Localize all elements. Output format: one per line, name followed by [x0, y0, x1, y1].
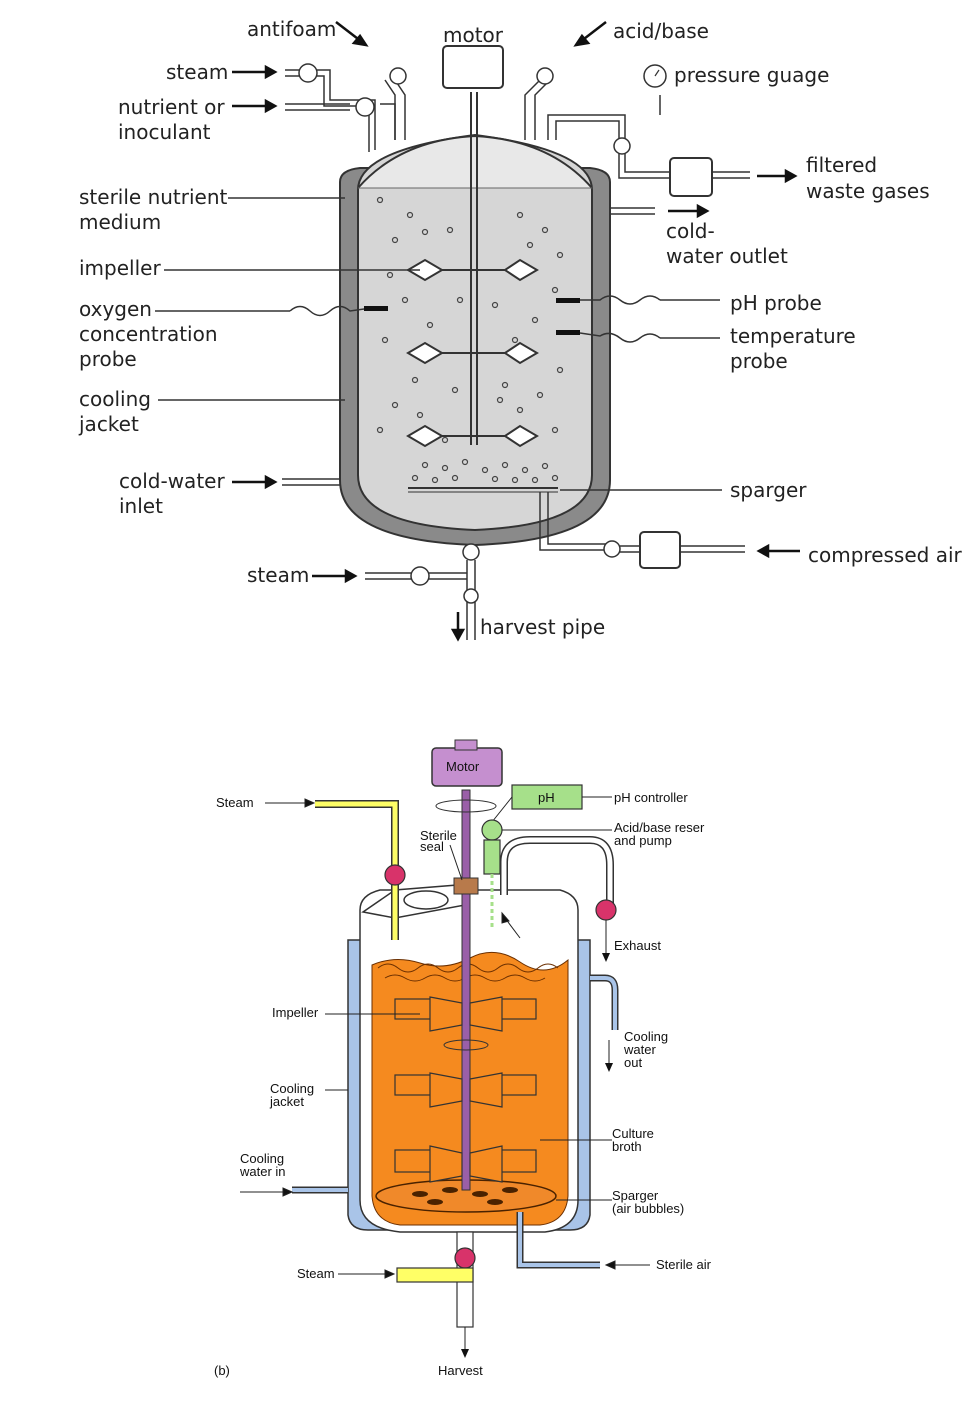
label-medium2-a: medium — [79, 210, 161, 234]
label-cold-out-a: cold- — [666, 219, 715, 243]
label-broth-b: broth — [612, 1139, 642, 1154]
diagram-b: Motor pH pH controller Steam Sterile sea… — [214, 739, 712, 1378]
label-steam-bottom-b: Steam — [297, 1266, 335, 1281]
label-water-in-b: water in — [239, 1164, 286, 1179]
label-culture-b: Culture — [612, 1126, 654, 1141]
label-cooling-out-b: Cooling — [624, 1029, 668, 1044]
label-cold-out2-a: water outlet — [666, 244, 788, 268]
label-temp2-a: probe — [730, 349, 788, 373]
exhaust-valve-b — [595, 899, 617, 921]
label-compressed-air-a: compressed air — [808, 543, 963, 567]
steam-pipe-bottom-b — [396, 1267, 474, 1283]
antifoam-valve-a — [389, 67, 407, 85]
label-impeller-a: impeller — [79, 256, 161, 280]
label-jacket-a: jacket — [78, 412, 139, 436]
label-pressure-gauge-a: pressure guage — [674, 63, 829, 87]
steam-valve-top-b — [384, 864, 406, 886]
harvest-valve-b — [454, 1247, 476, 1269]
label-inoculant-a: inoculant — [118, 120, 211, 144]
label-sterile-air-b: Sterile air — [656, 1257, 712, 1272]
label-waste-gases-a: waste gases — [806, 179, 930, 203]
label-antifoam-a: antifoam — [247, 17, 336, 41]
air-bubbles-a — [376, 196, 564, 484]
filter-box-a — [669, 157, 713, 197]
label-harvest-b: Harvest — [438, 1363, 483, 1378]
bottom-valve-a — [462, 543, 480, 561]
label-steam-top-a: steam — [166, 60, 228, 84]
label-nutrient-a: nutrient or — [118, 95, 225, 119]
label-air-bubbles-b: (air bubbles) — [612, 1201, 684, 1216]
label-exhaust-b: Exhaust — [614, 938, 661, 953]
label-water-out-b: water — [623, 1042, 656, 1057]
label-seal-b: seal — [420, 839, 444, 854]
label-steam-bottom-a: steam — [247, 563, 309, 587]
labels-b: Motor pH pH controller Steam Sterile sea… — [214, 759, 712, 1378]
label-oxygen3-a: probe — [79, 347, 137, 371]
impeller-blades-b — [394, 996, 537, 1183]
temperature-probe-a — [556, 330, 580, 335]
sterile-seal-b — [453, 877, 479, 895]
label-steam-top-b: Steam — [216, 795, 254, 810]
label-ph-b: pH — [538, 790, 555, 805]
acid-base-valve-a — [536, 67, 554, 85]
label-ph-controller-b: pH controller — [614, 790, 688, 805]
label-harvest-pipe-a: harvest pipe — [480, 615, 605, 639]
exhaust-valve-a — [613, 137, 631, 155]
label-acid-base-a: acid/base — [613, 19, 709, 43]
label-sterile-seal-b: Sterile — [420, 828, 457, 843]
label-acid-base-b: Acid/base reser — [614, 820, 705, 835]
label-cold-in-a: cold-water — [119, 469, 225, 493]
shaft-b — [461, 789, 471, 1191]
label-cooling-in-b: Cooling — [240, 1151, 284, 1166]
label-pump-b: and pump — [614, 833, 672, 848]
label-impeller-b: Impeller — [272, 1005, 319, 1020]
label-panel-b: (b) — [214, 1363, 230, 1378]
label-jacket-b: jacket — [269, 1094, 304, 1109]
label-cold-in2-a: inlet — [119, 494, 163, 518]
label-ph-probe-a: pH probe — [730, 291, 822, 315]
steam-valve-top-a — [298, 63, 318, 83]
ph-probe-a — [556, 298, 580, 303]
motor-box-a — [442, 45, 504, 89]
label-medium-a: sterile nutrient — [79, 185, 228, 209]
label-motor-a: motor — [443, 23, 504, 47]
air-filter-box-a — [639, 531, 681, 569]
diagram-a: antifoam motor acid/base steam pressure … — [78, 17, 963, 642]
label-cooling-jacket-b: Cooling — [270, 1081, 314, 1096]
acid-pump-b — [481, 819, 503, 841]
air-valve-a — [603, 540, 621, 558]
label-oxygen2-a: concentration — [79, 322, 218, 346]
label-oxygen-a: oxygen — [79, 297, 152, 321]
label-cooling-a: cooling — [79, 387, 151, 411]
label-sparger-b: Sparger — [612, 1188, 659, 1203]
impeller-blades-a — [406, 258, 539, 448]
steam-valve-bottom-a — [410, 566, 430, 586]
nutrient-valve-a — [355, 97, 375, 117]
labels-a: antifoam motor acid/base steam pressure … — [78, 17, 963, 639]
label-motor-b: Motor — [446, 759, 480, 774]
label-temp-a: temperature — [730, 324, 856, 348]
oxygen-probe-a — [364, 306, 388, 311]
label-filtered-a: filtered — [806, 153, 877, 177]
label-sparger-a: sparger — [730, 478, 807, 502]
vessel-dome-a — [357, 134, 593, 189]
label-out-b: out — [624, 1055, 642, 1070]
